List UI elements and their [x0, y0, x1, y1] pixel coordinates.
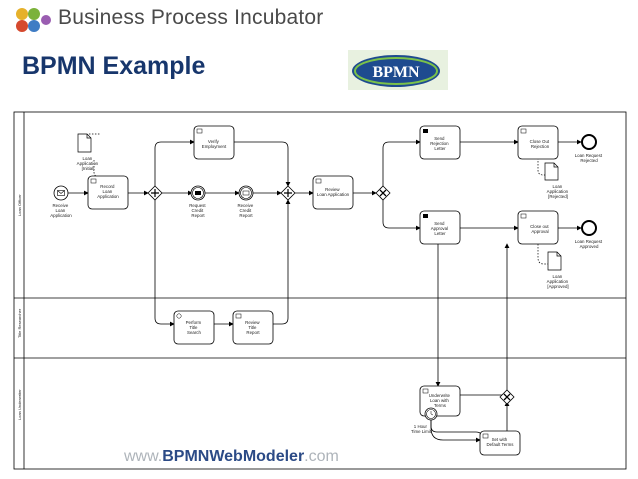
- brand-name: Business Process Incubator: [58, 6, 324, 29]
- svg-text:Receive Credit Rep: Receive Credit Report: [237, 203, 254, 218]
- envelope-icon: [195, 191, 201, 195]
- slide-header: Business Process Incubator: [0, 0, 638, 40]
- svg-text:Close out Approval: Close out Approval: [530, 224, 550, 234]
- svg-text:Set with Default Terms: Set with Default Terms: [486, 437, 514, 447]
- svg-text:Close Out Rejection: Close Out Rejection: [530, 139, 551, 149]
- footer-url-link[interactable]: www.BPMNWebModeler.com: [124, 448, 339, 466]
- user-task-icon: [482, 433, 489, 439]
- user-task-icon: [90, 178, 97, 184]
- task-set-default-terms[interactable]: Set with Default Terms: [479, 430, 521, 456]
- task-close-out-approval[interactable]: Close out Approval: [517, 210, 559, 245]
- plus-icon: [151, 189, 159, 197]
- data-object-rejected-label: Loan Application [Rejected]: [547, 184, 570, 199]
- svg-text:Underwrite Loan with: Underwrite Loan with Terms: [429, 393, 451, 408]
- svg-text:Send Approval Lett: Send Approval Letter: [431, 221, 450, 236]
- end-event-rejected[interactable]: Loan Request Rejected: [575, 134, 604, 163]
- task-send-approval-letter[interactable]: Send Approval Letter: [419, 210, 461, 245]
- task-close-out-rejection[interactable]: Close Out Rejection: [517, 125, 559, 160]
- user-task-icon: [235, 313, 242, 319]
- pool: [13, 111, 627, 470]
- url-prefix: www.: [124, 448, 163, 465]
- svg-text:Perform Title Sear: Perform Title Search: [186, 320, 203, 335]
- user-task-icon: [422, 388, 429, 394]
- data-object-initial-label: Loan Application [Initial]: [77, 156, 100, 171]
- svg-text:Record Loan Applic: Record Loan Application: [97, 184, 119, 199]
- parallel-gateway-join[interactable]: [280, 185, 296, 201]
- svg-text:Review Loan Application: Review Loan Application: [317, 187, 350, 197]
- slide-title: BPMN Example: [22, 52, 206, 80]
- user-task-icon: [196, 128, 203, 134]
- lane-label-title-researcher: Title Researcher: [17, 308, 22, 338]
- timer-boundary-event[interactable]: 1 Hour Time Limit: [411, 407, 438, 434]
- bpmn-logo-text: BPMN: [372, 64, 420, 81]
- svg-text:Loan Request Rejected: Loan Request Rejected: [575, 153, 604, 163]
- url-suffix: .com: [304, 448, 339, 465]
- x-icon: [503, 393, 511, 401]
- task-send-rejection-letter[interactable]: Send Rejection Letter: [419, 125, 461, 160]
- user-task-icon: [520, 213, 527, 219]
- request-credit-report-event[interactable]: Request Credit Report: [189, 185, 207, 218]
- send-task-icon: [423, 214, 428, 218]
- task-review-title-report[interactable]: Review Title Report: [232, 310, 274, 345]
- parallel-gateway-split[interactable]: [147, 185, 163, 201]
- send-task-icon: [423, 129, 428, 133]
- task-perform-title-search[interactable]: Perform Title Search: [173, 310, 215, 345]
- task-record-loan-application[interactable]: Record Loan Application: [87, 175, 129, 210]
- svg-text:1 Hour Time Limit: 1 Hour Time Limit: [411, 424, 432, 434]
- user-task-icon: [520, 128, 527, 134]
- lane-label-loan-officer: Loan Officer: [17, 194, 22, 216]
- data-object-approved[interactable]: [547, 251, 562, 271]
- svg-text:Review Title Repor: Review Title Report: [245, 320, 261, 335]
- bpi-logo-icon: [16, 8, 51, 32]
- x-icon: [379, 189, 387, 197]
- service-task-icon: [176, 313, 182, 319]
- start-event-label: Receive Loan Application: [50, 203, 72, 218]
- lane-label-loan-underwriter: Loan Underwriter: [17, 389, 22, 420]
- clock-icon: [430, 411, 434, 416]
- svg-text:Loan Request Approved: Loan Request Approved: [575, 239, 604, 249]
- url-main: BPMNWebModeler: [162, 448, 305, 465]
- data-object-approved-label: Loan Application [Approved]: [547, 274, 570, 289]
- data-object-rejected[interactable]: [544, 162, 559, 181]
- plus-icon: [284, 189, 292, 197]
- bpmn-logo: BPMN: [348, 50, 448, 90]
- svg-text:Send Rejection Let: Send Rejection Letter: [430, 136, 450, 151]
- data-object-initial[interactable]: [77, 133, 92, 153]
- exclusive-gateway-decision[interactable]: [375, 185, 391, 201]
- svg-text:Verify Employment: Verify Employment: [202, 139, 227, 149]
- exclusive-gateway-merge[interactable]: [499, 389, 515, 405]
- svg-text:Request Credit Rep: Request Credit Report: [189, 203, 207, 218]
- receive-credit-report-event[interactable]: Receive Credit Report: [237, 185, 254, 218]
- user-task-icon: [315, 178, 322, 184]
- task-verify-employment[interactable]: Verify Employment: [193, 125, 235, 160]
- end-event-approved[interactable]: Loan Request Approved: [575, 220, 604, 249]
- envelope-icon: [57, 190, 65, 196]
- envelope-icon: [242, 190, 250, 196]
- task-review-loan-application[interactable]: Review Loan Application: [312, 175, 354, 210]
